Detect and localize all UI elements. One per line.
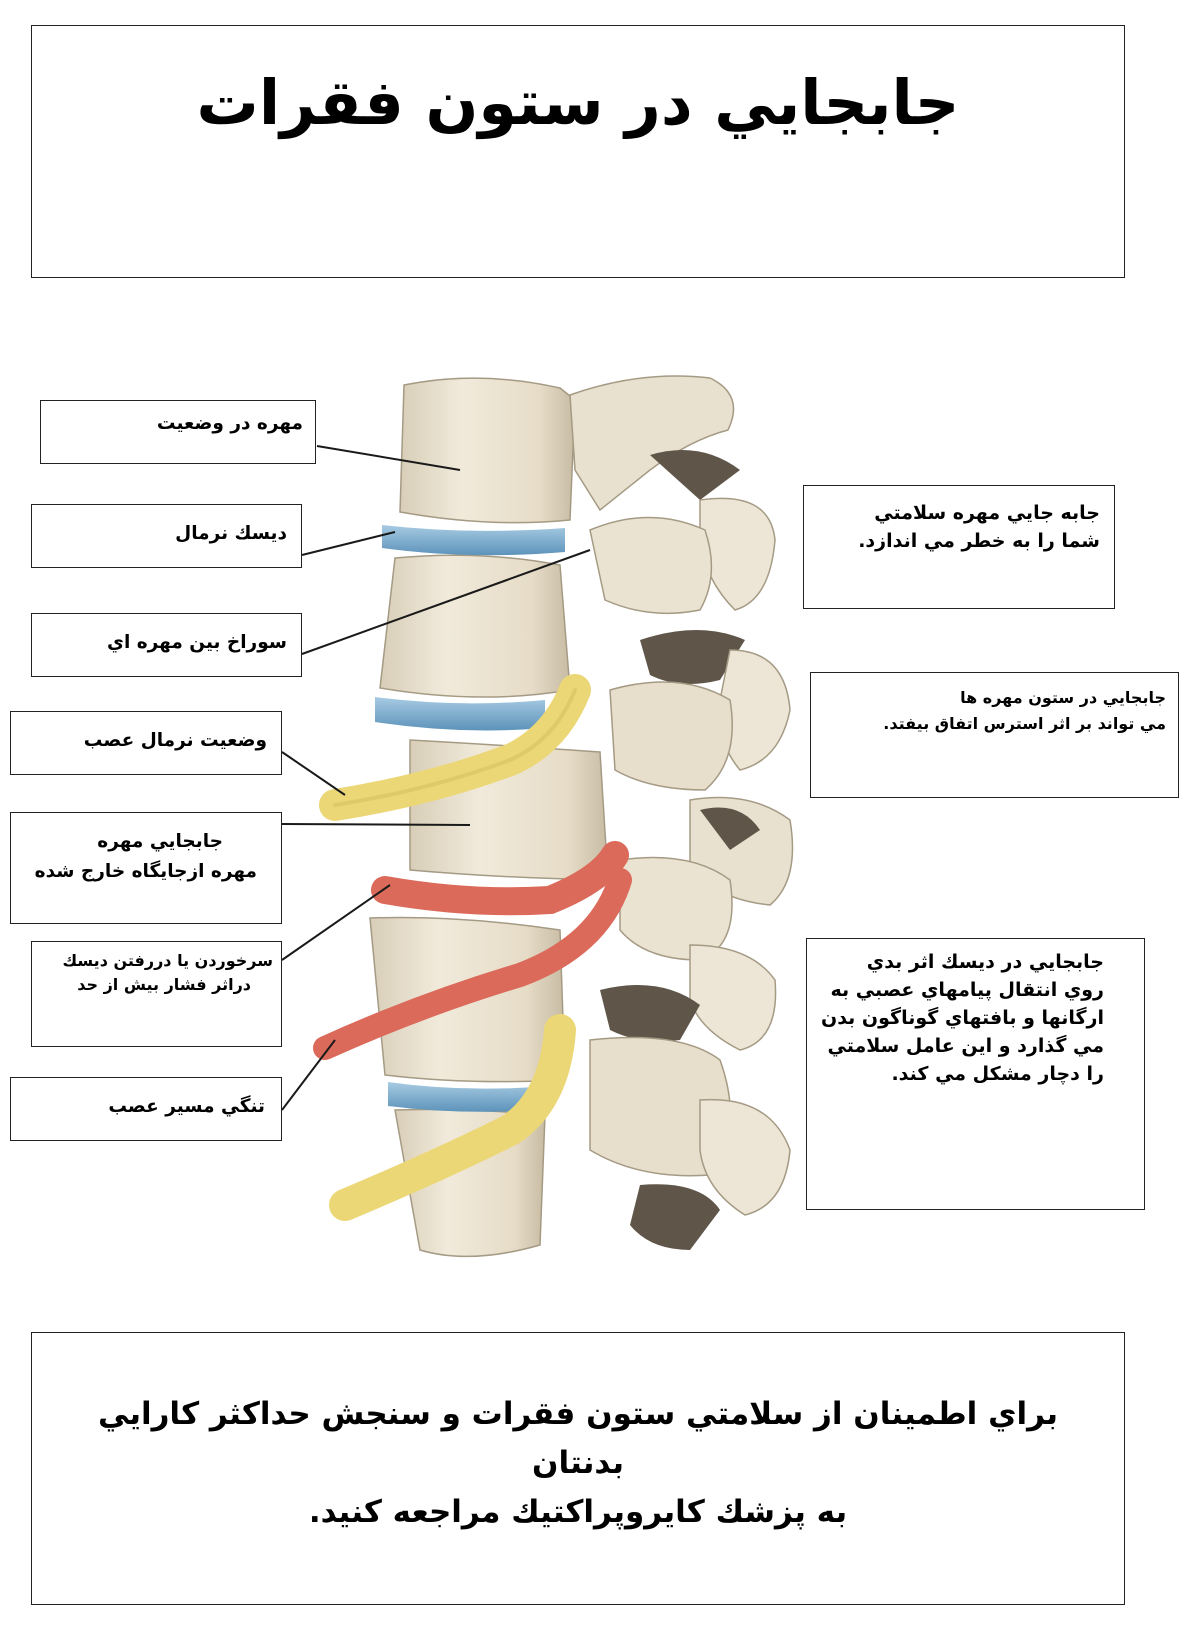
label-vertebra-position: مهره در وضعيت	[156, 413, 303, 434]
note-health-risk-line1: جابه جايي مهره سلامتي	[874, 502, 1100, 524]
note-health-risk-box: جابه جايي مهره سلامتي شما را به خطر مي ا…	[803, 485, 1115, 609]
label-displacement-title: جابجايي مهره	[97, 831, 223, 852]
note-nerve-signal-line2: روي انتقال پيامهاي عصبي به	[830, 979, 1104, 1001]
note-stress-line1: جابجايي در ستون مهره ها	[960, 688, 1166, 707]
posterior-processes	[569, 375, 794, 1250]
label-disc-herniation-line2: دراثر فشار بيش از حد	[77, 975, 251, 994]
label-vertebra-position-box: مهره در وضعيت	[40, 400, 316, 464]
note-nerve-signal-line4: مي گذارد و اين عامل سلامتي	[827, 1035, 1104, 1057]
label-normal-nerve-position: وضعيت نرمال عصب	[83, 730, 267, 751]
label-disc-herniation-box: سرخوردن يا دررفتن ديسك دراثر فشار بيش از…	[31, 941, 282, 1047]
disc-normal-1	[382, 525, 565, 556]
page-title: جابجايي در ستون فقرات	[196, 66, 960, 139]
intervertebral-discs	[375, 525, 565, 1112]
label-normal-disc: ديسك نرمال	[175, 523, 287, 544]
label-displacement-box: جابجايي مهره مهره ازجايگاه خارج شده	[10, 812, 282, 924]
label-normal-nerve-box: وضعيت نرمال عصب	[10, 711, 282, 775]
footer-line-1: براي اطمينان از سلامتي ستون فقرات و سنجش…	[97, 1396, 1059, 1481]
title-box: جابجايي در ستون فقرات	[31, 25, 1125, 278]
label-disc-herniation-line1: سرخوردن يا دررفتن ديسك	[62, 951, 274, 970]
label-foramen-box: سوراخ بين مهره اي	[31, 613, 302, 677]
nerve-red-lower	[313, 868, 632, 1060]
note-nerve-signal-line5: را دچار مشكل مي كند.	[891, 1063, 1104, 1085]
disc-normal-2	[375, 697, 545, 731]
note-stress-box: جابجايي در ستون مهره ها مي تواند بر اثر …	[810, 672, 1179, 798]
nerve-yellow-lower	[329, 1014, 576, 1221]
leader-lines	[281, 445, 591, 1111]
note-nerve-signal-box: جابجايي در ديسك اثر بدي روي انتقال پيامه…	[806, 938, 1145, 1210]
nerves	[313, 674, 632, 1221]
note-nerve-signal-line1: جابجايي در ديسك اثر بدي	[866, 951, 1104, 973]
label-nerve-narrowing: تنگي مسير عصب	[108, 1096, 265, 1117]
footer-text: براي اطمينان از سلامتي ستون فقرات و سنجش…	[72, 1390, 1084, 1537]
note-nerve-signal-line3: ارگانها و بافتهاي گوناگون بدن	[820, 1007, 1104, 1029]
vertebra-body-1	[399, 377, 576, 524]
nerve-yellow-upper-shade	[333, 688, 577, 807]
footer-line-2: به پزشك كايروپراكتيك مراجعه كنيد.	[308, 1494, 848, 1530]
note-health-risk-line2: شما را به خطر مي اندازد.	[858, 530, 1100, 552]
label-intervertebral-foramen: سوراخ بين مهره اي	[107, 632, 287, 653]
vertebra-body-2	[379, 554, 571, 698]
label-displacement-desc: مهره ازجايگاه خارج شده	[34, 861, 257, 882]
label-nerve-narrowing-box: تنگي مسير عصب	[10, 1077, 282, 1141]
disc-normal-3	[388, 1082, 535, 1112]
nerve-red-compressed	[371, 841, 629, 916]
note-stress-line2: مي تواند بر اثر استرس اتفاق بيفتد.	[883, 714, 1166, 733]
label-normal-disc-box: ديسك نرمال	[31, 504, 302, 568]
footer-box: براي اطمينان از سلامتي ستون فقرات و سنجش…	[31, 1332, 1125, 1605]
